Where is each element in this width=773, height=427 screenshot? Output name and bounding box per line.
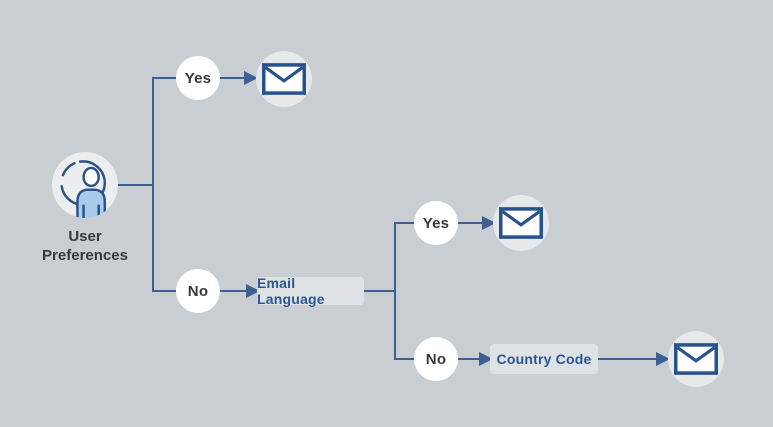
level2-yes-outcome [493, 195, 549, 251]
final-outcome [668, 331, 724, 387]
level2-yes-node: Yes [414, 201, 458, 245]
country-code-label: Country Code [496, 351, 592, 367]
level1-no-node: No [176, 269, 220, 313]
level1-no-label: No [187, 282, 209, 300]
level2-no-node: No [414, 337, 458, 381]
level1-yes-node: Yes [176, 56, 220, 100]
level2-yes-label: Yes [422, 214, 450, 232]
envelope-icon [499, 207, 543, 239]
user-preferences-label-line2: Preferences [42, 247, 128, 264]
level1-yes-outcome [256, 51, 312, 107]
email-language-label: Email Language [257, 275, 325, 307]
country-code-node: Country Code [490, 344, 598, 374]
email-language-node: Email Language [257, 275, 364, 307]
level2-no-label: No [425, 350, 447, 368]
level1-yes-label: Yes [184, 69, 212, 87]
envelope-icon [674, 343, 718, 375]
user-preferences-node [52, 152, 118, 218]
envelope-icon [262, 63, 306, 95]
user-icon [52, 152, 118, 218]
user-preferences-label-line1: User [68, 228, 102, 245]
user-preferences-label: User Preferences [15, 227, 155, 265]
